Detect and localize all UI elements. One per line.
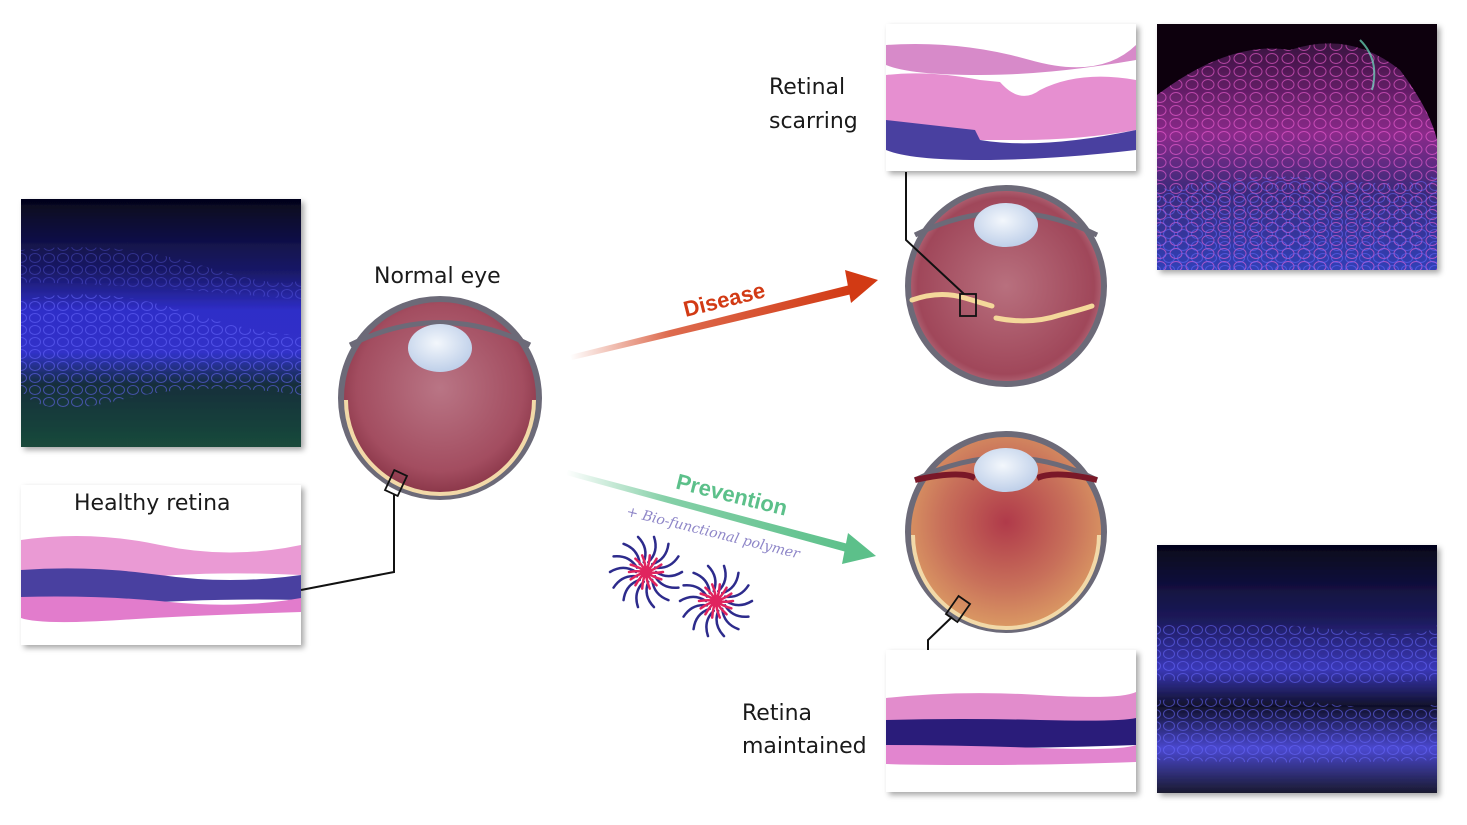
retinal-scarring-label-line1: Retinal [769,75,846,100]
connector-line-healthy [300,495,395,591]
star-polymer-icon [678,564,754,638]
he-image-maintained [886,650,1136,792]
he-image-scarring [886,24,1136,171]
eye-protected [905,431,1107,633]
prevention-arrow [566,470,876,564]
connector-line-scarring [905,172,965,295]
healthy-retina-label: Healthy retina [74,491,231,516]
star-polymer-icon [608,535,684,609]
he-image-healthy [21,485,301,645]
disease-arrow [570,270,878,360]
scar-tissue [993,303,1095,324]
retinal-scarring-label-line2: scarring [769,109,858,134]
retina-maintained-label-line2: maintained [742,734,867,759]
eye-normal [338,296,542,500]
retina-maintained-label-line1: Retina [742,701,812,726]
prevention-label: Prevention [674,469,790,521]
fluorescence-image-healthy [17,199,301,447]
fluorescence-image-scarring [1157,24,1437,271]
normal-eye-label: Normal eye [374,264,501,289]
eye-diseased [905,185,1107,387]
fluorescence-image-maintained [1157,545,1437,793]
scar-tissue [909,292,995,309]
